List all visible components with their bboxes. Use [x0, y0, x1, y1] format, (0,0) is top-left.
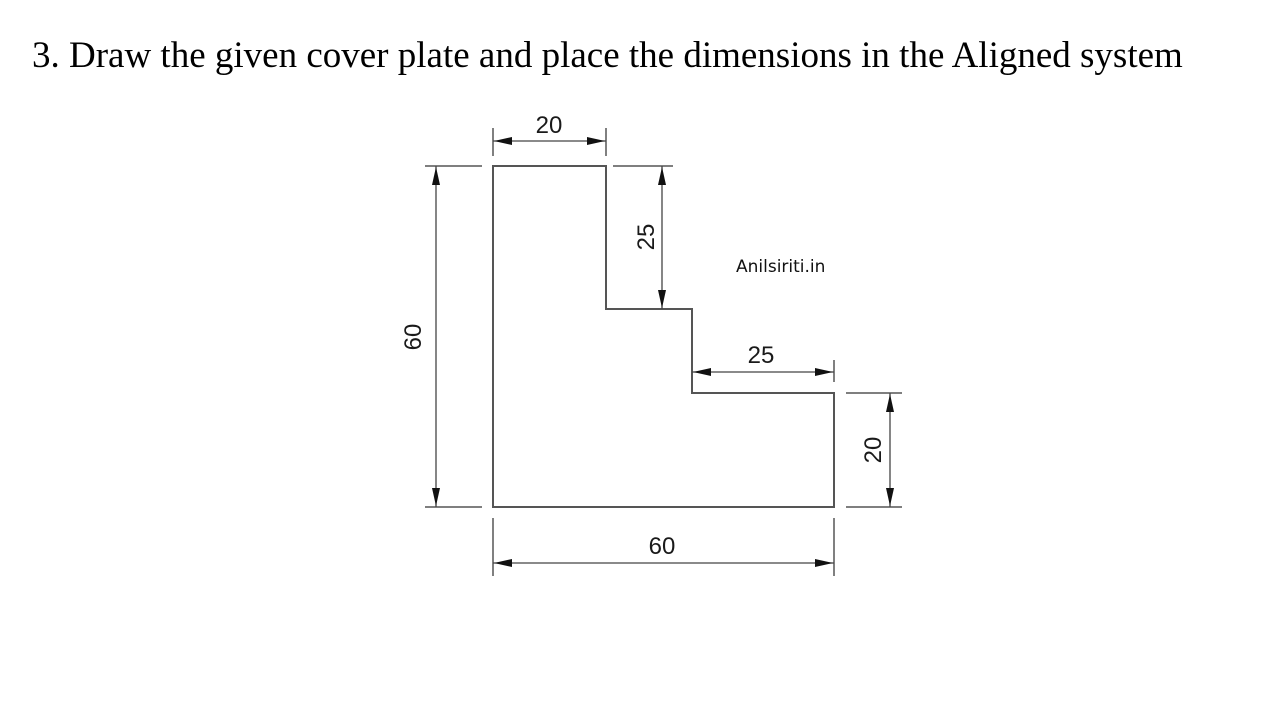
dimension-overall-height: 60 — [400, 165, 482, 508]
plate-outline — [492, 165, 835, 508]
dimension-label-right-height: 20 — [860, 437, 887, 464]
arrowhead-up-icon — [432, 167, 440, 185]
dimension-label-overall-height: 60 — [400, 324, 427, 351]
arrowhead-down-icon — [886, 488, 894, 506]
dimension-label-top-width: 20 — [536, 112, 563, 139]
arrowhead-right-icon — [815, 559, 833, 567]
arrowhead-up-icon — [658, 167, 666, 185]
dimension-label-overall-width: 60 — [649, 533, 676, 560]
watermark-text: Anilsiriti.in — [736, 257, 826, 277]
dimension-step-width: 25 — [692, 342, 835, 382]
arrowhead-left-icon — [693, 368, 711, 376]
dimension-label-step-width: 25 — [748, 342, 775, 369]
arrowhead-left-icon — [494, 559, 512, 567]
arrowhead-right-icon — [815, 368, 833, 376]
dimension-top-width: 20 — [492, 112, 607, 156]
arrowhead-right-icon — [587, 137, 605, 145]
arrowhead-left-icon — [494, 137, 512, 145]
dimension-overall-width: 60 — [492, 518, 835, 576]
dimension-label-step-height: 25 — [633, 224, 660, 251]
arrowhead-down-icon — [658, 290, 666, 308]
dimension-right-height: 20 — [846, 392, 902, 508]
question-title: 3. Draw the given cover plate and place … — [32, 35, 1183, 76]
arrowhead-down-icon — [432, 488, 440, 506]
dimension-step-height: 25 — [613, 165, 673, 309]
arrowhead-up-icon — [886, 394, 894, 412]
